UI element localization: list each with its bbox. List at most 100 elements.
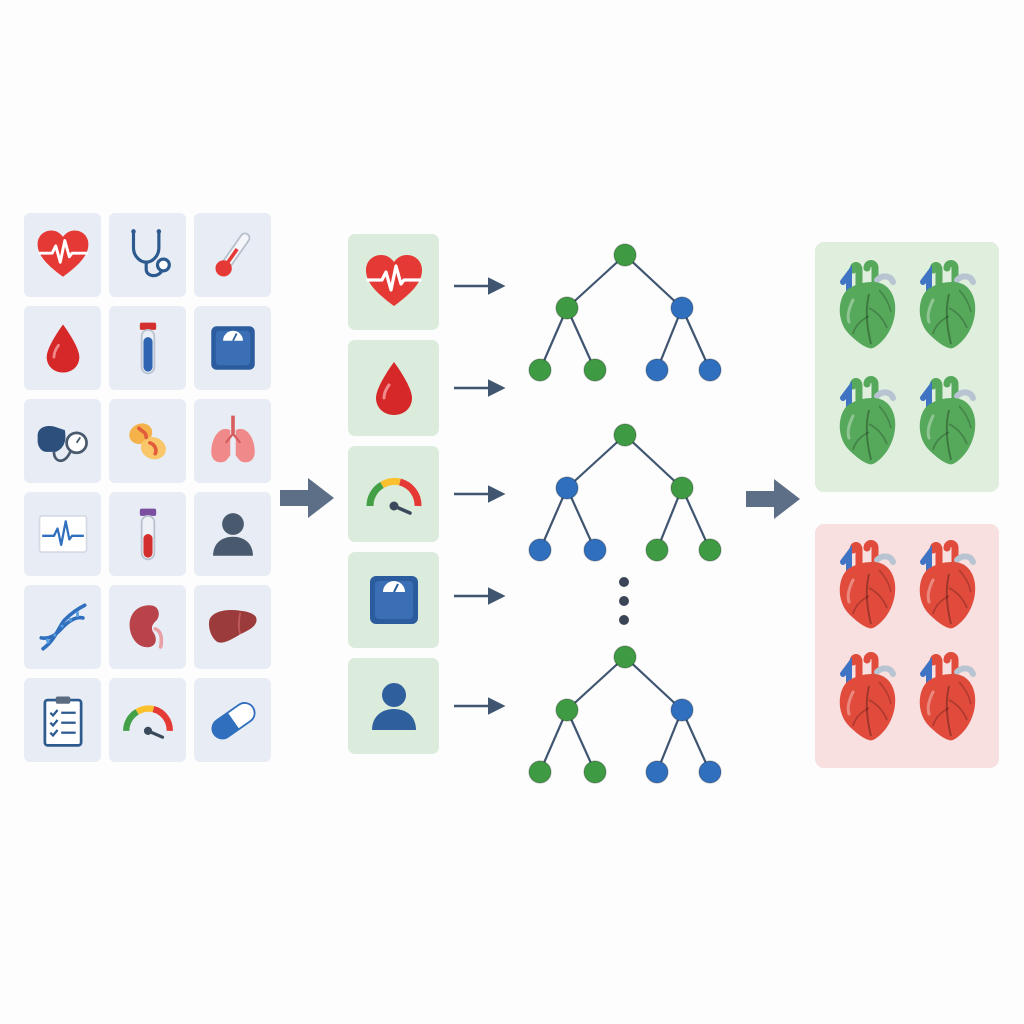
capsule-icon	[204, 691, 262, 749]
tree-edge	[538, 709, 569, 773]
feature-tile	[109, 306, 186, 390]
blood-pressure-cuff-icon	[34, 412, 92, 470]
small-arrow-icon	[454, 485, 506, 503]
feature-tile	[194, 585, 271, 669]
tree-leaf-node	[645, 358, 669, 382]
healthy-class-panel	[815, 242, 999, 492]
gauge-icon	[362, 462, 426, 526]
diseased-heart-icon	[913, 652, 983, 744]
dna-icon	[34, 598, 92, 656]
healthy-heart-icon	[913, 260, 983, 352]
liver-icon	[204, 598, 262, 656]
tree-split-node	[670, 476, 694, 500]
feature-tile	[194, 492, 271, 576]
tree-split-node	[555, 476, 579, 500]
feature-tile	[109, 492, 186, 576]
heart-rate-icon	[362, 250, 426, 314]
tree-leaf-node	[583, 538, 607, 562]
test-tube-red-icon	[119, 505, 177, 563]
small-arrow-icon	[454, 697, 506, 715]
tree-split-node	[555, 698, 579, 722]
disease-class-panel	[815, 524, 999, 768]
feature-tile	[24, 492, 101, 576]
small-arrow-icon	[454, 277, 506, 295]
feature-tile	[109, 399, 186, 483]
tree-root-node	[613, 645, 637, 669]
tree-edge	[565, 307, 597, 371]
feature-tile	[109, 585, 186, 669]
tree-edge	[655, 487, 684, 551]
selected-feature-tile	[348, 446, 439, 542]
feature-tile	[194, 306, 271, 390]
ecg-monitor-icon	[34, 505, 92, 563]
decision-tree-2	[528, 423, 722, 562]
tree-leaf-node	[528, 358, 552, 382]
person-icon	[204, 505, 262, 563]
tree-leaf-node	[583, 760, 607, 784]
selected-feature-tile	[348, 658, 439, 754]
diseased-heart-icon	[833, 652, 903, 744]
tree-edge	[566, 434, 626, 489]
healthy-heart-icon	[833, 260, 903, 352]
tree-edge	[655, 307, 684, 371]
feature-tile	[24, 213, 101, 297]
feature-tile	[24, 399, 101, 483]
thermometer-icon	[204, 226, 262, 284]
ellipsis-icon	[619, 577, 629, 625]
tree-leaf-node	[698, 538, 722, 562]
tree-edge	[624, 656, 683, 711]
feature-tile	[194, 399, 271, 483]
tree-edge	[566, 656, 626, 711]
tree-split-node	[670, 698, 694, 722]
clipboard-checklist-icon	[34, 691, 92, 749]
tree-edge	[680, 307, 712, 371]
small-arrow-icon	[454, 587, 506, 605]
tree-edge	[680, 487, 712, 551]
test-tube-blue-icon	[119, 319, 177, 377]
decision-tree-1	[528, 243, 722, 382]
tree-leaf-node	[645, 760, 669, 784]
selected-feature-tile	[348, 552, 439, 648]
tree-edge	[565, 487, 597, 551]
tree-split-node	[670, 296, 694, 320]
selected-feature-tile	[348, 340, 439, 436]
tree-leaf-node	[698, 358, 722, 382]
tree-edge	[624, 254, 683, 309]
tree-leaf-node	[528, 760, 552, 784]
tree-edge	[566, 254, 626, 309]
flow-arrow-icon	[746, 479, 800, 519]
weighing-scale-icon	[204, 319, 262, 377]
feature-tile	[24, 585, 101, 669]
tree-leaf-node	[583, 358, 607, 382]
tree-root-node	[613, 423, 637, 447]
feature-tile	[194, 213, 271, 297]
lungs-icon	[204, 412, 262, 470]
healthy-heart-icon	[833, 376, 903, 468]
tree-root-node	[613, 243, 637, 267]
tree-split-node	[555, 296, 579, 320]
tree-edge	[655, 709, 684, 773]
tree-edge	[680, 709, 712, 773]
selected-feature-tile	[348, 234, 439, 330]
feature-tile	[24, 678, 101, 762]
stethoscope-icon	[119, 226, 177, 284]
heart-rate-icon	[34, 226, 92, 284]
gauge-icon	[119, 691, 177, 749]
tree-leaf-node	[698, 760, 722, 784]
tree-edge	[565, 709, 597, 773]
diseased-heart-icon	[833, 540, 903, 632]
tree-leaf-node	[528, 538, 552, 562]
blood-drop-icon	[362, 356, 426, 420]
feature-tile	[24, 306, 101, 390]
diseased-heart-icon	[913, 540, 983, 632]
feature-grid	[24, 213, 271, 762]
decision-tree-3	[528, 645, 722, 784]
person-icon	[362, 674, 426, 738]
pills-icon	[119, 412, 177, 470]
healthy-heart-icon	[913, 376, 983, 468]
weighing-scale-icon	[362, 568, 426, 632]
tree-leaf-node	[645, 538, 669, 562]
tree-edge	[538, 487, 569, 551]
small-arrow-icon	[454, 379, 506, 397]
flow-arrow-icon	[280, 478, 334, 518]
